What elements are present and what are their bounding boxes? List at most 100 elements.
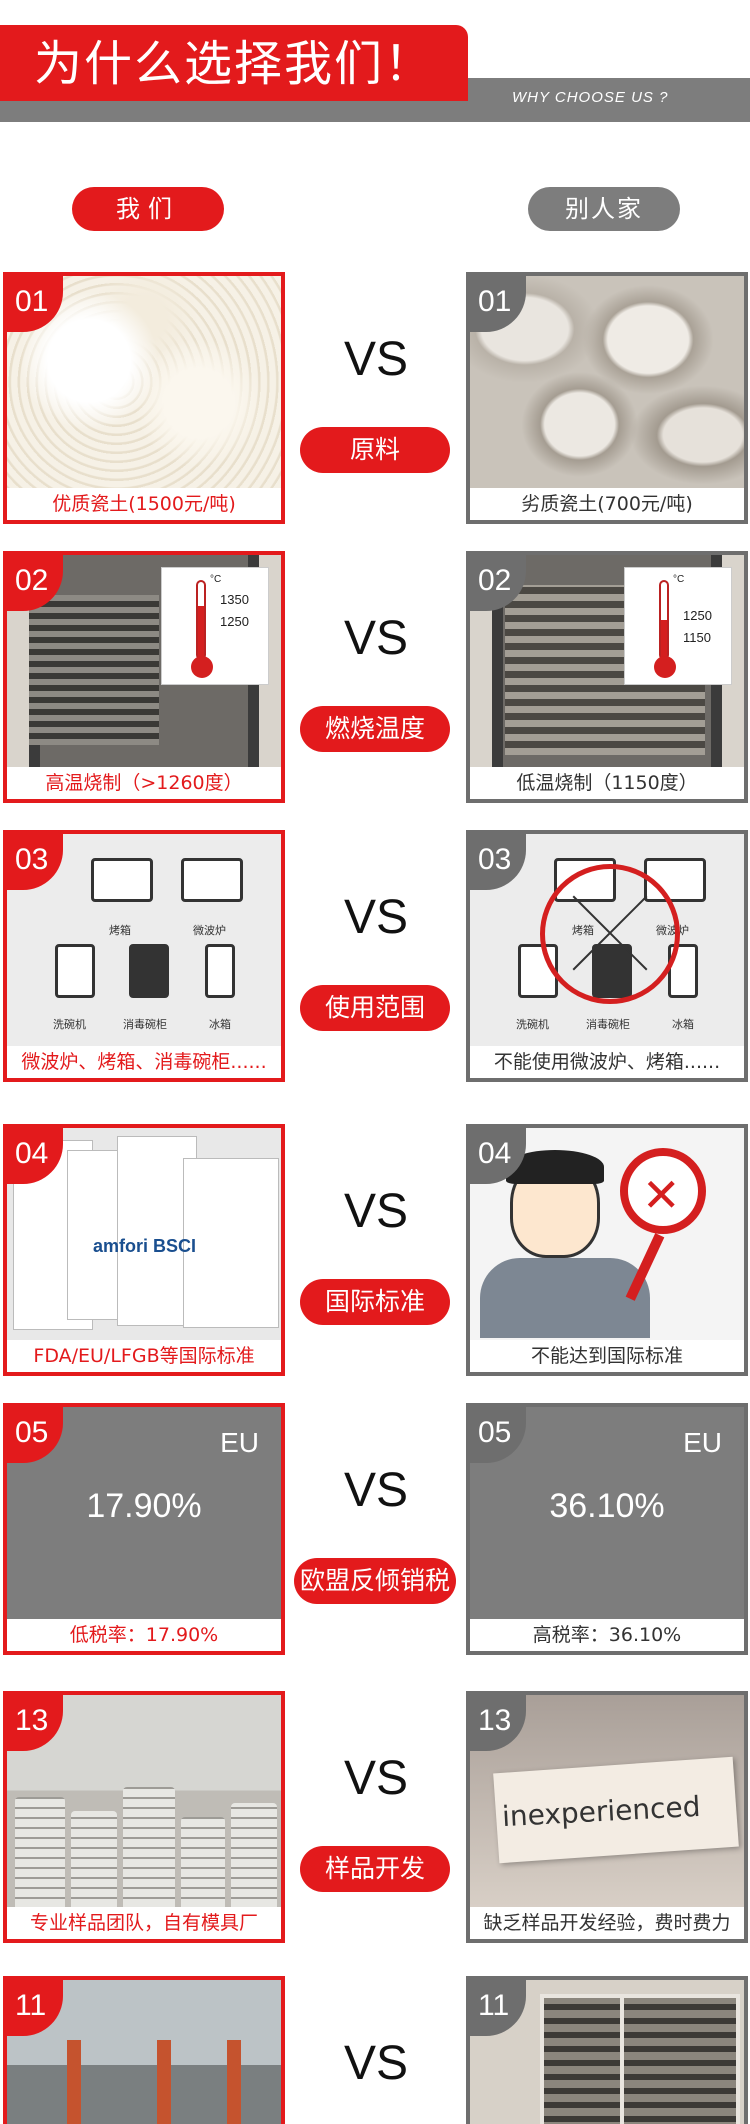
comparison-row-sampling: 13 专业样品团队，自有模具厂 VS 样品开发 inexperienced 13… xyxy=(0,1691,750,1943)
thermometer-low: 1150 xyxy=(683,630,711,645)
comparison-row-kiln: 11 VS 11 xyxy=(0,1976,750,2124)
category-pill: 国际标准 xyxy=(300,1279,450,1325)
thermometer-fill xyxy=(198,606,204,664)
amfori-bsci-logo: amfori BSCI xyxy=(93,1236,197,1256)
mold-stack xyxy=(181,1817,225,1907)
vs-label: VS xyxy=(343,333,409,386)
old-kiln-image xyxy=(470,1980,744,2124)
category-pill: 样品开发 xyxy=(300,1846,450,1892)
their-card: inexperienced 13 缺乏样品开发经验，费时费力 xyxy=(466,1691,748,1943)
their-card: °C 1250 1150 02 低温烧制（1150度） xyxy=(466,551,748,803)
thermometer-high: 1250 xyxy=(683,608,712,623)
category-pill: 原料 xyxy=(300,427,450,473)
header-red-banner xyxy=(0,25,468,101)
thermometer-bulb xyxy=(654,656,676,678)
appliance-label: 消毒碗柜 xyxy=(586,1018,630,1031)
card-caption: 劣质瓷土(700元/吨) xyxy=(470,488,744,520)
our-card: 01 优质瓷土(1500元/吨) xyxy=(3,272,285,524)
thermometer-low: 1250 xyxy=(220,614,249,629)
mold-stack xyxy=(123,1787,175,1907)
card-caption: 优质瓷土(1500元/吨) xyxy=(7,488,281,520)
card-caption: 不能使用微波炉、烤箱...... xyxy=(470,1046,744,1078)
appliance-label: 消毒碗柜 xyxy=(123,1018,167,1031)
category-pill: 使用范围 xyxy=(300,985,450,1031)
their-card: ✕ 04 不能达到国际标准 xyxy=(466,1124,748,1376)
column-label-others: 别人家 xyxy=(528,187,680,231)
comparison-row-usage: 烤箱 微波炉 洗碗机 消毒碗柜 冰箱 03 微波炉、烤箱、消毒碗柜...... … xyxy=(0,830,750,1082)
pipe xyxy=(227,2040,241,2124)
kiln-shelves xyxy=(29,595,159,745)
prohibited-circle-icon xyxy=(540,864,680,1004)
certificate-document xyxy=(183,1158,279,1328)
region-label: EU xyxy=(220,1427,259,1458)
appliance-label: 冰箱 xyxy=(672,1018,694,1031)
fridge-icon xyxy=(205,944,235,998)
mold-factory-image xyxy=(7,1695,281,1907)
our-card: 烤箱 微波炉 洗碗机 消毒碗柜 冰箱 03 微波炉、烤箱、消毒碗柜...... xyxy=(3,830,285,1082)
vs-label: VS xyxy=(343,612,409,665)
appliance-label: 洗碗机 xyxy=(516,1018,549,1031)
thermometer-fill xyxy=(661,620,667,664)
appliance-label: 冰箱 xyxy=(209,1018,231,1031)
vs-label: VS xyxy=(343,2037,409,2090)
kiln-door xyxy=(620,1994,740,2124)
tax-rate: 36.10% xyxy=(549,1487,665,1525)
workshop-image xyxy=(7,1980,281,2124)
comparison-row-material: 01 优质瓷土(1500元/吨) VS 原料 01 劣质瓷土(700元/吨) xyxy=(0,272,750,524)
their-card: 11 xyxy=(466,1976,748,2124)
card-caption: 微波炉、烤箱、消毒碗柜...... xyxy=(7,1046,281,1078)
region-label: EU xyxy=(683,1427,722,1458)
our-card: amfori BSCI 04 FDA/EU/LFGB等国际标准 xyxy=(3,1124,285,1376)
card-caption: FDA/EU/LFGB等国际标准 xyxy=(7,1340,281,1372)
category-pill: 燃烧温度 xyxy=(300,706,450,752)
dishwasher-icon xyxy=(55,944,95,998)
our-card: °C 1350 1250 02 高温烧制（>1260度） xyxy=(3,551,285,803)
item-number-badge: 03 xyxy=(7,834,63,890)
mold-stack xyxy=(15,1797,65,1907)
mold-stack xyxy=(231,1803,277,1907)
thermometer-unit: °C xyxy=(673,574,685,585)
card-caption: 低温烧制（1150度） xyxy=(470,767,744,799)
card-caption: 不能达到国际标准 xyxy=(470,1340,744,1372)
appliance-label: 洗碗机 xyxy=(53,1018,86,1031)
tax-rate: 17.90% xyxy=(86,1487,202,1525)
mold-stack xyxy=(71,1811,117,1907)
thermometer-unit: °C xyxy=(210,574,222,585)
kiln-image: °C 1250 1150 xyxy=(470,555,744,767)
comparison-row-tax: EU 17.90% 05 低税率：17.90% VS 欧盟反倾销税 EU 36.… xyxy=(0,1403,750,1655)
thermometer-icon: °C 1350 1250 xyxy=(161,567,269,685)
vs-label: VS xyxy=(343,891,409,944)
header: 为什么选择我们！ WHY CHOOSE US ? xyxy=(0,0,750,125)
their-card: 烤箱 微波炉 洗碗机 消毒碗柜 冰箱 03 不能使用微波炉、烤箱...... xyxy=(466,830,748,1082)
our-card: 13 专业样品团队，自有模具厂 xyxy=(3,1691,285,1943)
sterilizer-cabinet-icon xyxy=(129,944,169,998)
page-title: 为什么选择我们！ xyxy=(34,36,435,92)
item-number-badge: 01 xyxy=(470,276,526,332)
their-card: EU 36.10% 05 高税率：36.10% xyxy=(466,1403,748,1655)
item-number-badge: 04 xyxy=(7,1128,63,1184)
comparison-row-temperature: °C 1350 1250 02 高温烧制（>1260度） VS 燃烧温度 °C … xyxy=(0,551,750,803)
their-card: 01 劣质瓷土(700元/吨) xyxy=(466,272,748,524)
page-subtitle: WHY CHOOSE US ? xyxy=(512,89,669,106)
card-caption: 高温烧制（>1260度） xyxy=(7,767,281,799)
microwave-icon xyxy=(181,858,243,902)
appliance-label: 烤箱 xyxy=(109,924,131,937)
thermometer-high: 1350 xyxy=(220,592,249,607)
item-number-badge: 05 xyxy=(7,1407,63,1463)
our-card: 11 xyxy=(3,1976,285,2124)
vs-label: VS xyxy=(343,1185,409,1238)
category-pill: 欧盟反倾销税 xyxy=(294,1558,456,1604)
our-card: EU 17.90% 05 低税率：17.90% xyxy=(3,1403,285,1655)
comparison-row-standards: amfori BSCI 04 FDA/EU/LFGB等国际标准 VS 国际标准 … xyxy=(0,1124,750,1376)
thermometer-bulb xyxy=(191,656,213,678)
card-caption: 高税率：36.10% xyxy=(470,1619,744,1651)
column-label-us: 我们 xyxy=(72,187,224,231)
pipe xyxy=(67,2040,81,2124)
oven-icon xyxy=(91,858,153,902)
appliance-label: 微波炉 xyxy=(193,924,226,937)
cross-icon: ✕ xyxy=(642,1168,681,1222)
cartoon-body xyxy=(480,1258,650,1338)
thermometer-icon: °C 1250 1150 xyxy=(624,567,732,685)
vs-label: VS xyxy=(343,1464,409,1517)
card-caption: 低税率：17.90% xyxy=(7,1619,281,1651)
